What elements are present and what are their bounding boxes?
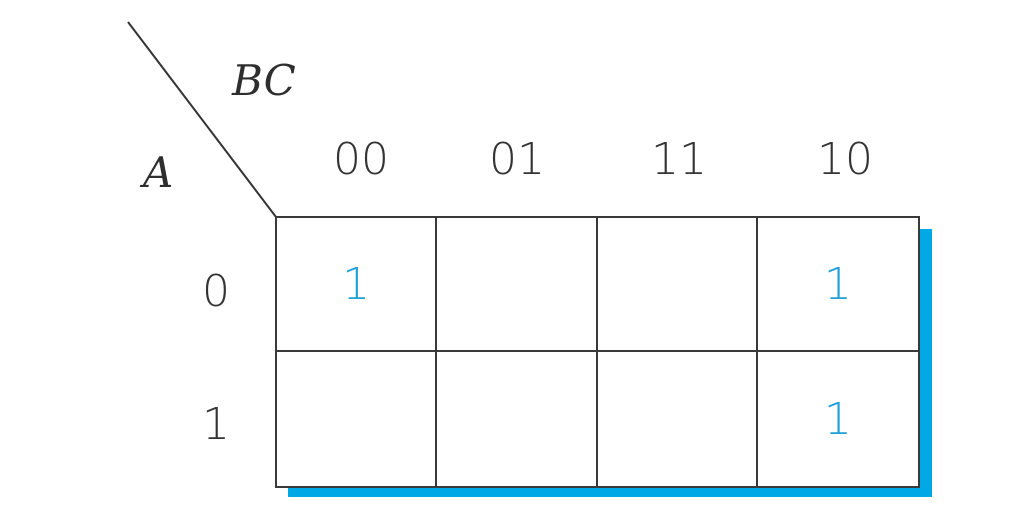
- column-variable-label: BC: [232, 56, 296, 105]
- cell-a0-bc10: 1: [757, 218, 918, 352]
- cell-a1-bc11: [598, 352, 758, 486]
- col-header-01: 01: [489, 134, 545, 185]
- cell-a0-bc01: [437, 218, 598, 352]
- kmap-grid: 1 1 1: [275, 216, 920, 488]
- cell-a1-bc10: 1: [823, 393, 852, 445]
- cell-a0-bc11: [597, 218, 758, 352]
- col-header-11: 11: [651, 134, 707, 185]
- row-header-0: 0: [202, 266, 230, 317]
- col-header-00: 00: [333, 134, 389, 185]
- cell-a0-bc00: 1: [277, 218, 438, 352]
- row-variable-label: A: [143, 148, 174, 197]
- cell-a1-bc00: [277, 352, 438, 486]
- cell-a1-bc01: [437, 352, 598, 486]
- row-header-1: 1: [202, 399, 230, 450]
- col-header-10: 10: [817, 134, 873, 185]
